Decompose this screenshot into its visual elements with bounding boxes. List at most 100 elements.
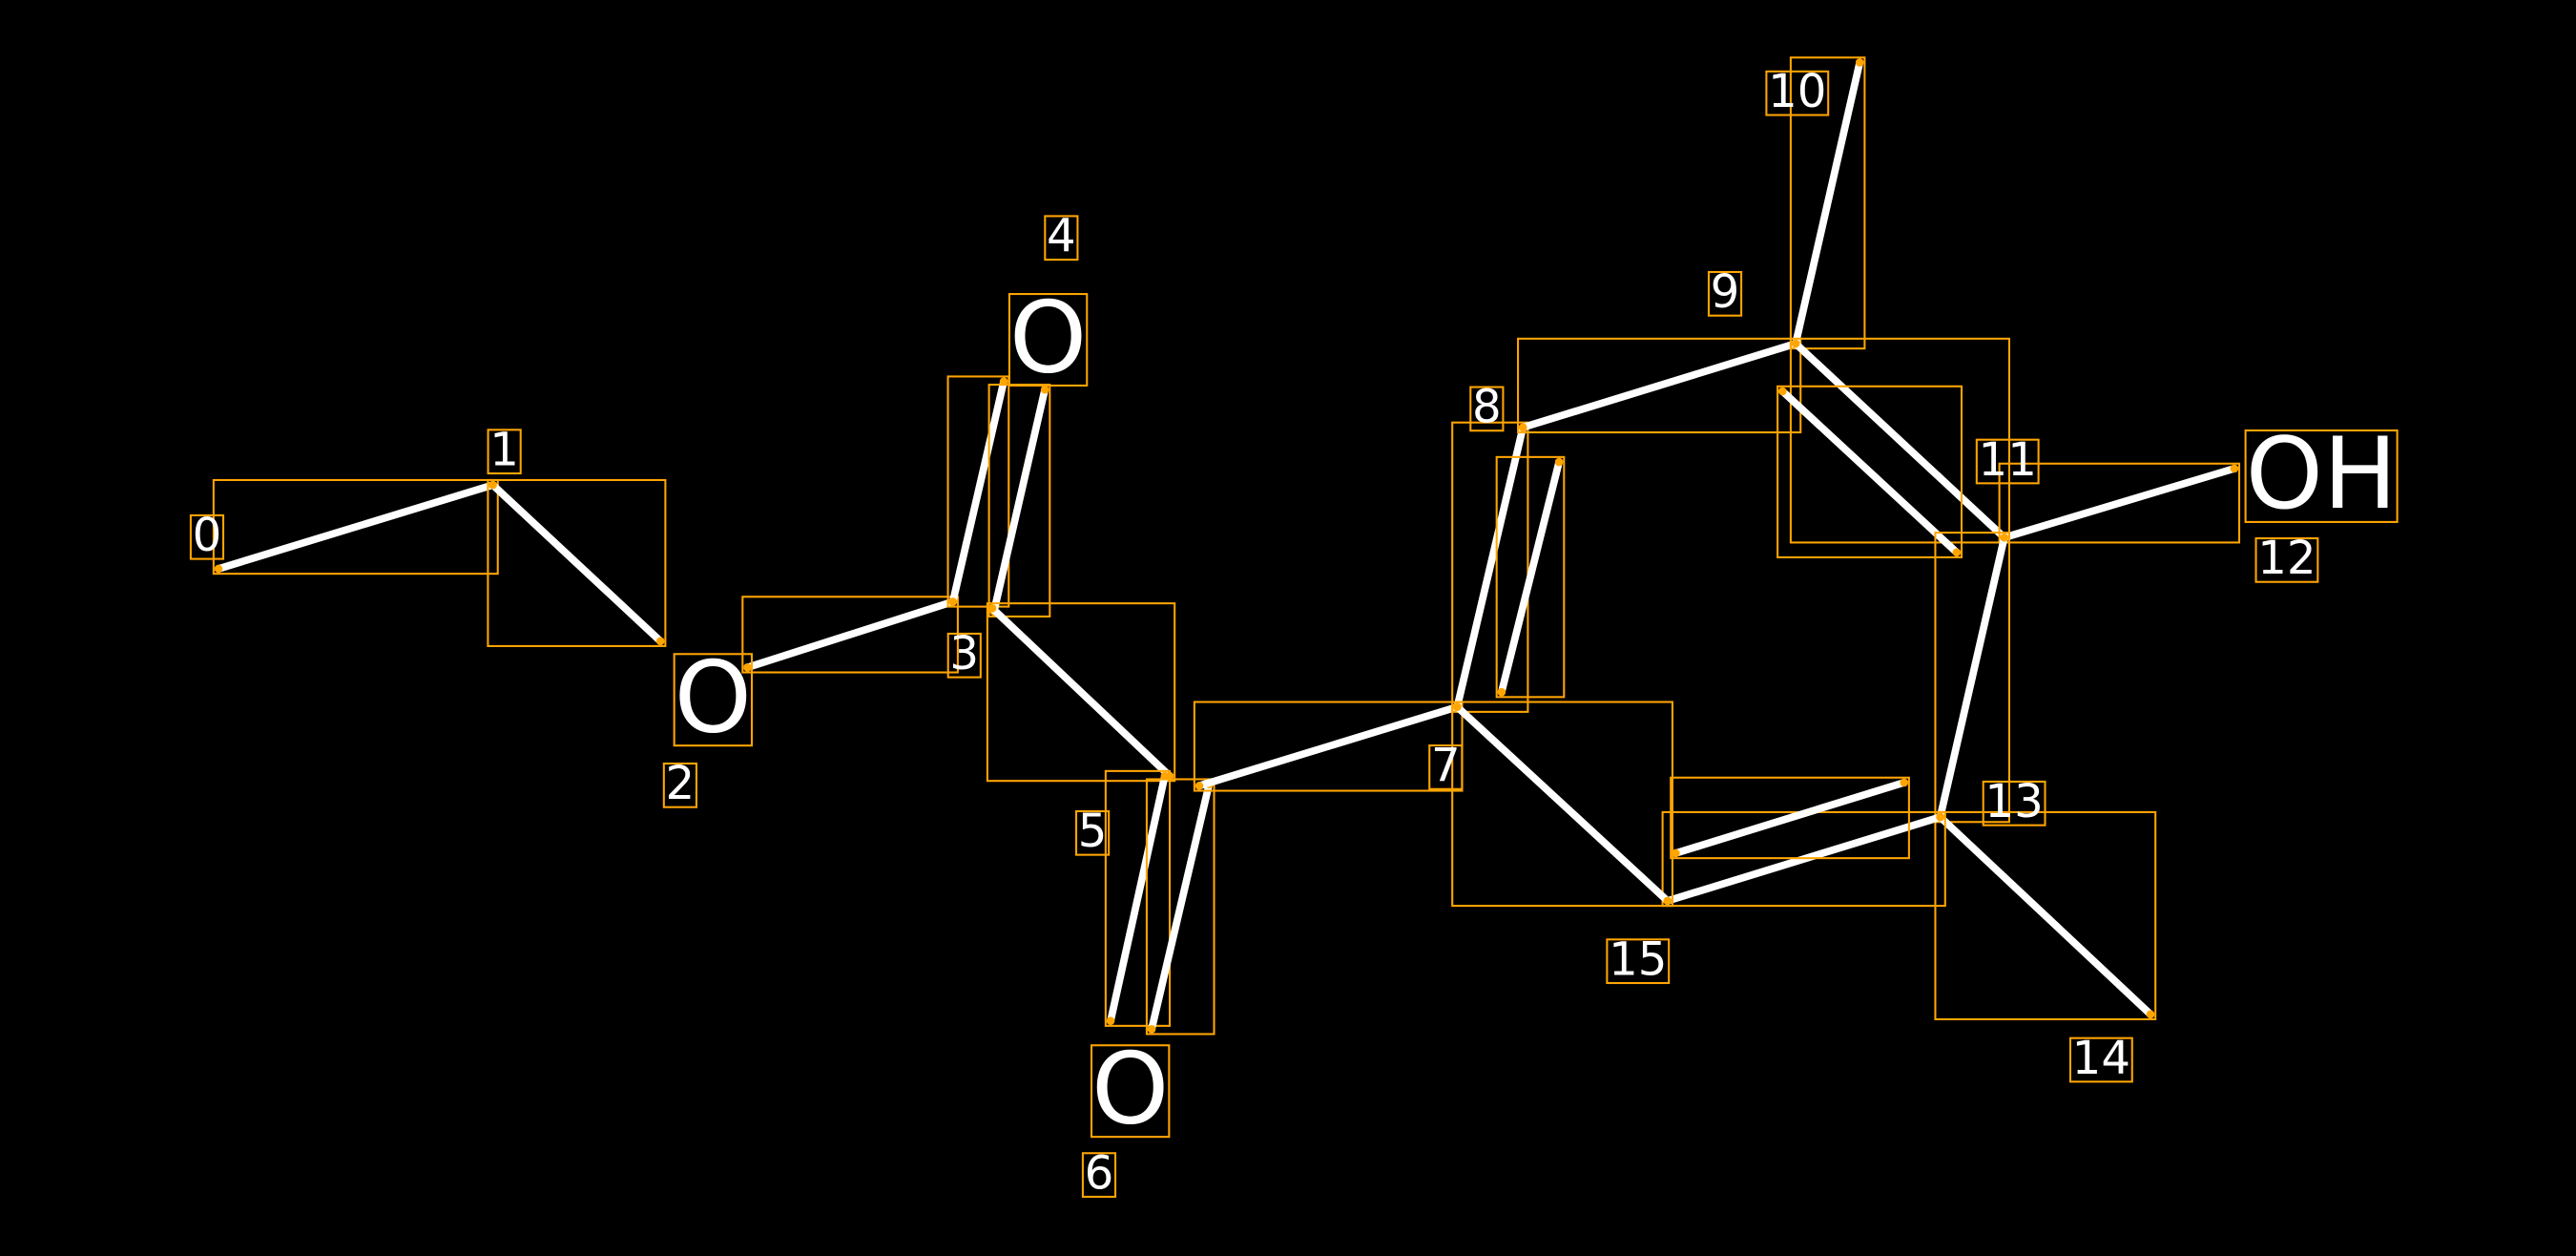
- symbol-bounding-box: [2244, 429, 2399, 523]
- symbol-bounding-box: [1090, 1044, 1171, 1139]
- bond-endpoint: [1518, 423, 1527, 432]
- bond-endpoint: [1855, 58, 1864, 67]
- bond-endpoint: [1791, 339, 1800, 348]
- symbol-bounding-box: [673, 653, 754, 747]
- bond-line: [215, 481, 497, 573]
- bond-line: [1936, 813, 2154, 1018]
- index-bounding-box: [1081, 1152, 1117, 1198]
- atom-index-label: 9: [1711, 265, 1740, 319]
- atom-6: O6: [1081, 1032, 1171, 1200]
- atom-index-label: 0: [193, 509, 222, 562]
- atom-15: 15: [1606, 932, 1671, 986]
- bond-bounding-box: [1776, 385, 1963, 558]
- bond-bounding-box: [946, 375, 1010, 608]
- bond-line: [1107, 772, 1169, 1025]
- bond-endpoint: [488, 480, 497, 490]
- bond-8-9: [1517, 337, 1802, 434]
- atom-index-label: 1: [489, 423, 519, 476]
- atom-7: 7: [1428, 739, 1464, 792]
- index-bounding-box: [487, 429, 522, 475]
- bond-endpoint: [1497, 687, 1506, 697]
- bond-13-14: [1934, 810, 2157, 1020]
- atom-index-label: 10: [1768, 65, 1826, 118]
- index-bounding-box: [1469, 386, 1505, 432]
- atom-index-label: 11: [1979, 433, 2037, 487]
- index-bounding-box: [2254, 537, 2319, 583]
- bond-5-7: [1193, 701, 1464, 792]
- bond-13-15: [1661, 776, 1946, 908]
- bond-endpoint: [2000, 533, 2009, 542]
- index-bounding-box: [1707, 270, 1743, 317]
- bond-line: [989, 386, 1049, 616]
- atom-10: 10: [1765, 65, 1830, 118]
- bond-endpoint: [987, 604, 997, 613]
- bond-bounding-box: [1104, 769, 1172, 1027]
- bond-bounding-box: [1789, 56, 1866, 350]
- bond-3-4: [946, 375, 1051, 618]
- atom-index-label: 6: [1085, 1146, 1114, 1200]
- bond-7-8: [1451, 421, 1566, 713]
- bond-endpoint: [1672, 848, 1680, 858]
- bond-2-3: [741, 596, 959, 674]
- atom-0: 0: [189, 509, 225, 562]
- atom-index-label: 7: [1431, 739, 1461, 792]
- bond-line: [743, 597, 957, 672]
- bond-9-10: [1789, 56, 1866, 350]
- atom-9: 9: [1707, 265, 1743, 319]
- bond-line: [948, 377, 1008, 606]
- bond-5-6: [1104, 769, 1215, 1036]
- bond-bounding-box: [212, 478, 499, 576]
- atom-14: 14: [2068, 1032, 2133, 1085]
- index-bounding-box: [662, 762, 697, 808]
- bond-line: [1148, 780, 1214, 1034]
- index-bounding-box: [1606, 938, 1671, 985]
- bond-line: [1519, 340, 1799, 431]
- atom-symbol: O: [1091, 1032, 1169, 1146]
- bond-line: [1792, 58, 1864, 347]
- index-bounding-box: [1044, 215, 1079, 262]
- atom-index-label: 14: [2072, 1032, 2130, 1085]
- index-bounding-box: [946, 632, 982, 679]
- bond-bounding-box: [1998, 462, 2241, 544]
- bond-endpoint: [1663, 896, 1672, 906]
- bond-bounding-box: [1934, 532, 2010, 824]
- bond-1-2: [487, 478, 667, 647]
- atom-symbol: O: [675, 641, 752, 756]
- bond-endpoint: [1952, 548, 1962, 557]
- index-bounding-box: [2068, 1036, 2133, 1083]
- bond-line: [1936, 534, 2008, 821]
- atom-13: 13: [1982, 775, 2046, 828]
- bond-endpoint: [2230, 464, 2239, 473]
- atom-symbol: OH: [2246, 417, 2398, 532]
- bond-endpoint: [655, 637, 665, 646]
- bond-endpoint: [1040, 385, 1049, 394]
- bond-endpoint: [1777, 387, 1787, 396]
- index-bounding-box: [1982, 780, 2046, 827]
- bond-bounding-box: [487, 478, 667, 647]
- atom-5: 5: [1074, 805, 1111, 858]
- bond-bounding-box: [1451, 701, 1673, 908]
- bond-3-5: [986, 602, 1176, 783]
- bond-line: [1672, 779, 1908, 857]
- atom-4: O4: [1008, 210, 1089, 395]
- symbol-bounding-box: [1008, 293, 1089, 387]
- atom-1: 1: [487, 423, 522, 476]
- bond-endpoint: [1453, 702, 1462, 711]
- bond-endpoint: [999, 377, 1008, 386]
- bond-11-12: [1998, 462, 2241, 544]
- bond-endpoint: [1554, 457, 1564, 467]
- index-bounding-box: [1428, 744, 1464, 790]
- bond-endpoint: [1106, 1016, 1115, 1025]
- bond-line: [2000, 465, 2238, 542]
- bond-endpoint: [948, 597, 958, 606]
- bond-endpoint: [1900, 778, 1909, 787]
- bond-bounding-box: [1670, 776, 1910, 860]
- bond-bounding-box: [1451, 421, 1529, 713]
- bond-15-7: [1451, 701, 1673, 908]
- index-bounding-box: [1975, 438, 2040, 485]
- atom-index-label: 15: [1609, 932, 1667, 986]
- bond-endpoint: [1195, 782, 1204, 790]
